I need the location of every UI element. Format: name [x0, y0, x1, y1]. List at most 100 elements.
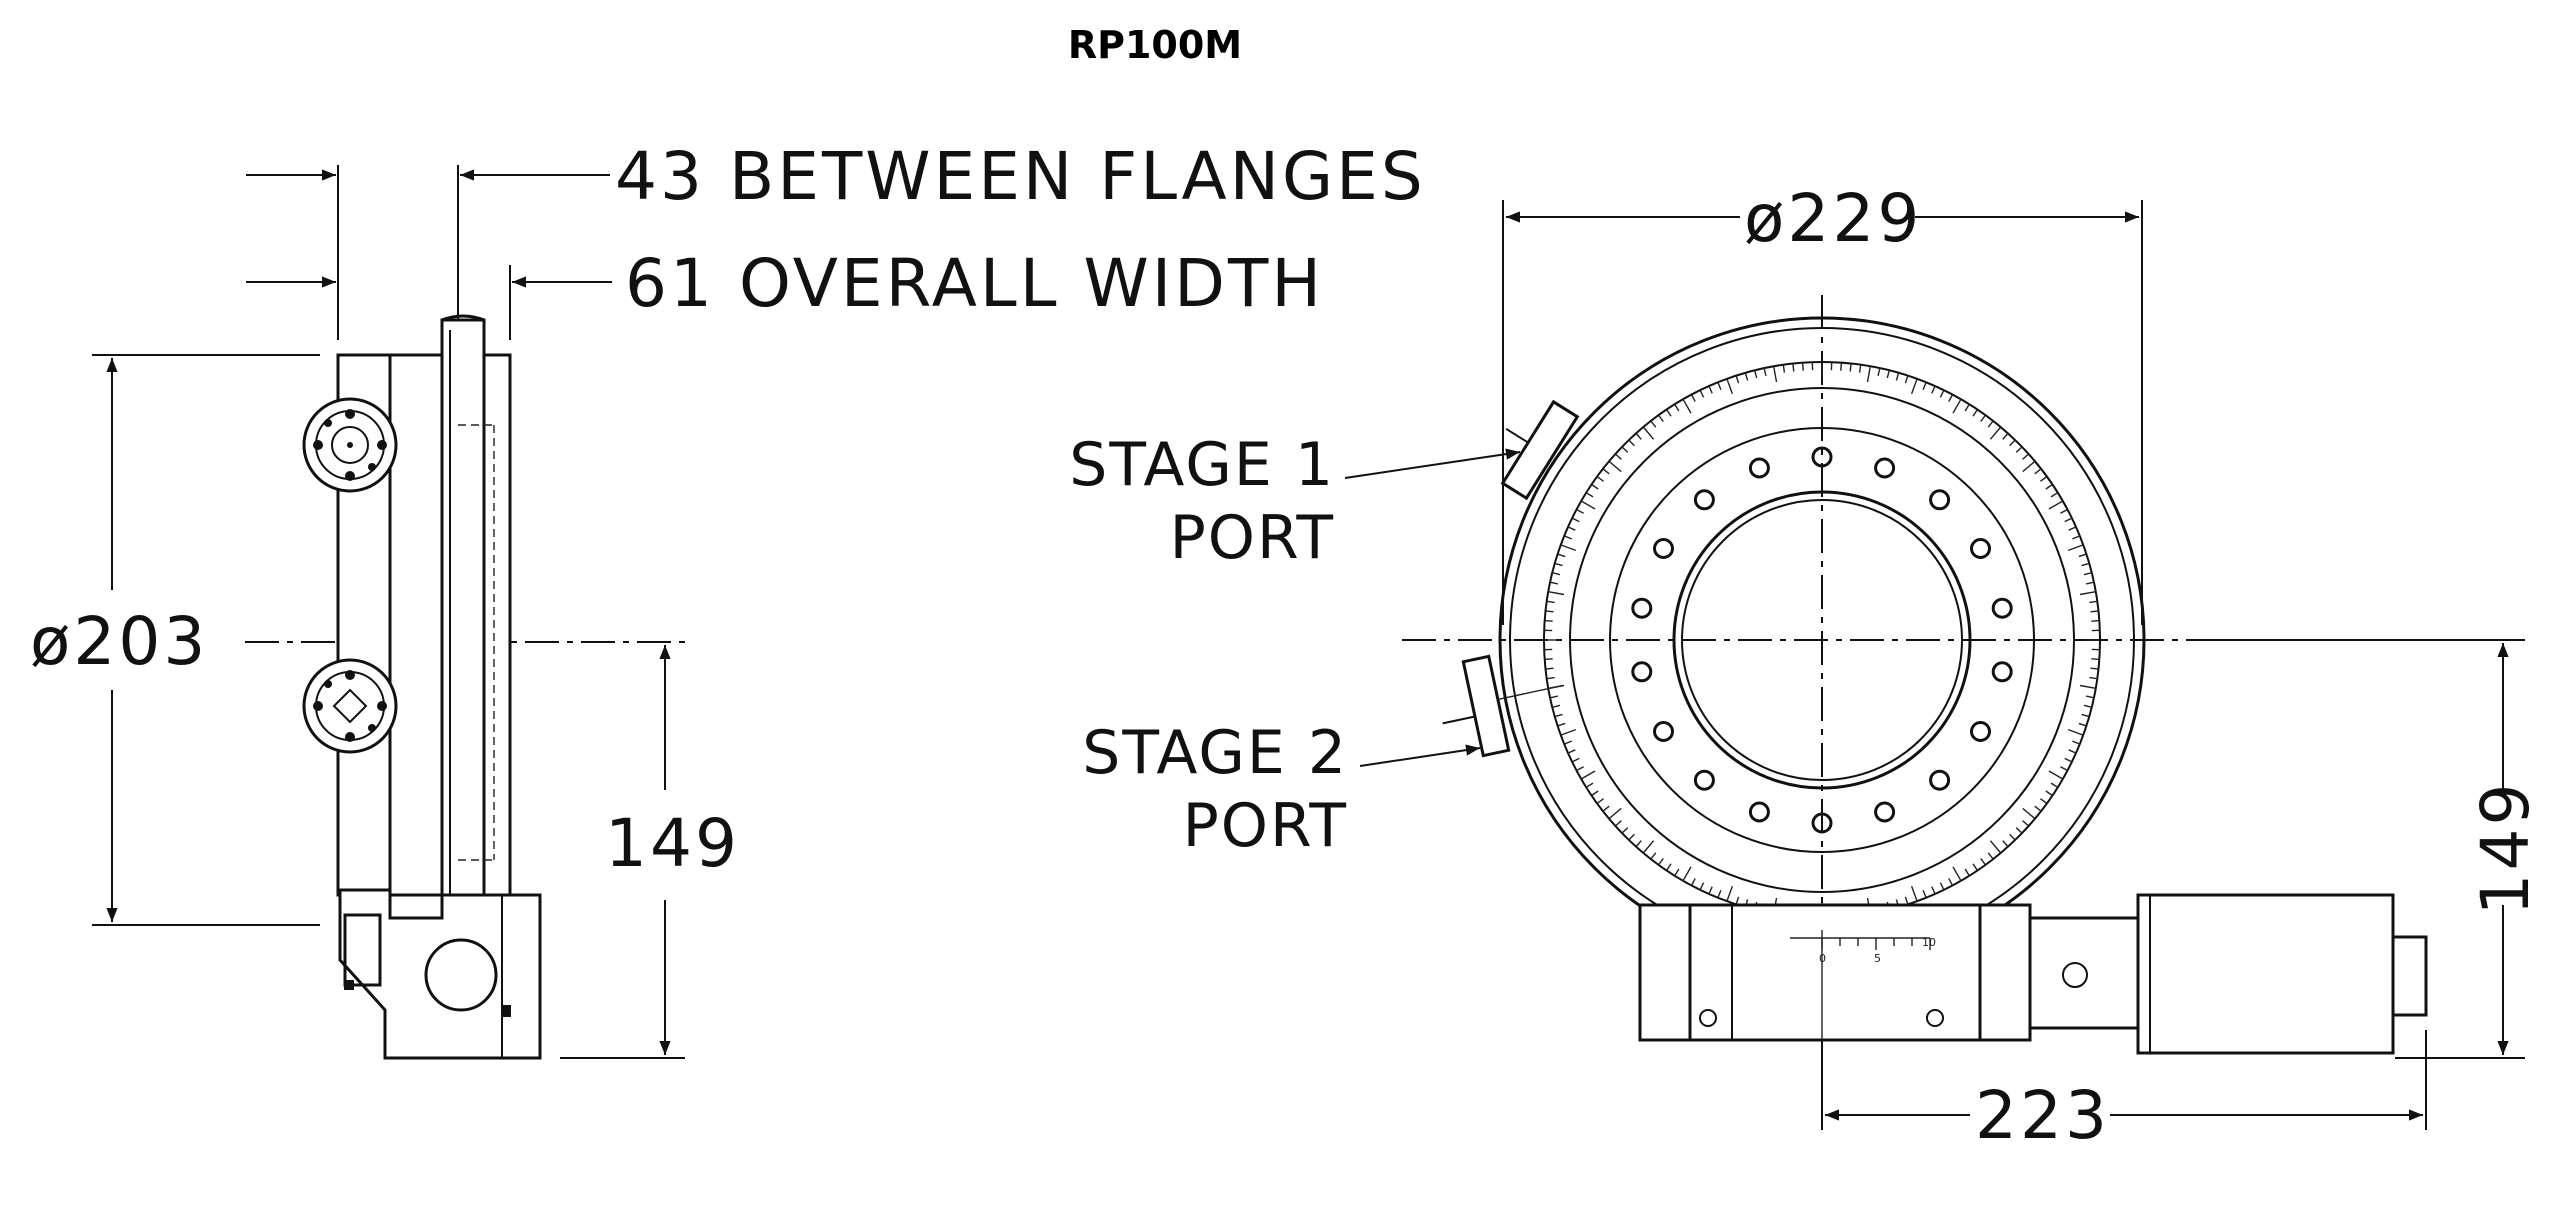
scale-tick [1726, 378, 1734, 395]
side-port-upper [302, 397, 398, 493]
scale-tick [1948, 394, 1954, 402]
scale-tick [2050, 492, 2059, 498]
scale-tick [2060, 766, 2068, 772]
scale-tick [2081, 713, 2090, 718]
scale-tick [1708, 886, 1713, 895]
scale-tick [1886, 370, 1890, 379]
scale-tick [1726, 885, 1734, 902]
scale-tick [1708, 385, 1713, 394]
scale-tick [1545, 667, 1554, 670]
scale-tick [2050, 782, 2059, 788]
bolt-hole [1929, 769, 1951, 791]
scale-tick [1571, 517, 1580, 523]
stage1-label-line2: PORT [1170, 503, 1335, 573]
scale-tick [1972, 863, 1979, 871]
bolt-hole [1991, 661, 2013, 683]
stage1-port-fitting [1500, 399, 1580, 501]
scale-tick [1546, 676, 1555, 680]
scale-tick [2034, 805, 2042, 812]
scale-tick [1674, 868, 1680, 877]
stage2-port-fitting [1442, 654, 1564, 758]
scale-tick [1948, 878, 1954, 886]
vernier-ticks [1821, 938, 1931, 950]
scale-tick [1964, 868, 1970, 877]
scale-tick [1546, 600, 1555, 604]
scale-tick [1866, 366, 1871, 383]
scale-tick [2072, 535, 2081, 540]
scale-tick [2015, 827, 2023, 834]
bolt-hole [1970, 538, 1991, 559]
scale-tick [1554, 713, 1563, 718]
scale-tick [1567, 526, 1576, 531]
scale-tick [1557, 553, 1566, 558]
scale-tick [2064, 757, 2073, 763]
scale-tick [2068, 749, 2077, 754]
scale-tick [1608, 807, 1622, 820]
scale-tick [1699, 389, 1705, 398]
scale-tick [1576, 508, 1584, 514]
bolt-hole [1653, 538, 1674, 559]
scale-tick [2009, 439, 2016, 447]
scale-tick [1989, 426, 2002, 440]
scale-tick [1910, 885, 1918, 902]
scale-tick [1931, 385, 1936, 394]
bolt-hole [1929, 489, 1951, 511]
scale-tick [1628, 439, 1635, 447]
scale-tick [2083, 704, 2092, 708]
scale-tick [1987, 852, 1994, 860]
scale-tick [2015, 446, 2023, 453]
scale-tick [2068, 526, 2077, 531]
scale-tick [1557, 722, 1566, 727]
scale-tick [1591, 483, 1599, 490]
scale-tick [2039, 476, 2048, 482]
scale-tick [1576, 766, 1584, 772]
scale-tick [2089, 600, 2098, 604]
scale-tick [1858, 364, 1862, 373]
scale-tick [2085, 695, 2095, 699]
scale-tick [1849, 363, 1852, 372]
scale-tick [1763, 367, 1767, 377]
scale-tick [1544, 658, 1553, 661]
scale-tick [2060, 508, 2068, 514]
side-view: 43 BETWEEN FLANGES 61 OVERALL WIDTH ø203… [30, 138, 1423, 1060]
scale-tick [2009, 833, 2016, 841]
scale-tick [1717, 381, 1722, 390]
scale-tick [1773, 366, 1778, 383]
scale-tick [1563, 740, 1572, 745]
scale-tick [1596, 476, 1605, 482]
scale-tick [2022, 807, 2036, 820]
side-port-lower [302, 658, 398, 754]
angular-scale-ticks [1544, 362, 2100, 918]
scale-tick [2078, 722, 2087, 727]
side-height-149-label: 149 [605, 805, 740, 882]
scale-tick [2085, 581, 2095, 585]
scale-tick [1642, 840, 1655, 854]
bolt-hole [1631, 597, 1653, 619]
scale-tick [2089, 676, 2098, 680]
bolt-hole [1693, 489, 1715, 511]
scale-tick [1939, 389, 1945, 398]
scale-tick [1635, 432, 1642, 440]
scale-tick [1690, 878, 1696, 886]
scale-tick [1674, 403, 1680, 412]
scale-tick [2091, 619, 2100, 622]
scale-tick [1744, 372, 1749, 381]
scale-tick [1735, 375, 1740, 384]
scale-tick [2048, 500, 2064, 510]
scale-tick [2083, 572, 2092, 576]
scale-tick [1904, 375, 1909, 384]
scale-tick [2034, 468, 2042, 475]
diameter-203-label: ø203 [30, 603, 208, 680]
scale-tick [1552, 572, 1561, 576]
scale-tick [1952, 398, 1962, 414]
stage2-label-line1: STAGE 2 [1082, 718, 1348, 788]
scale-tick [1545, 610, 1554, 613]
scale-tick [1563, 535, 1572, 540]
scale-tick [1608, 460, 1622, 473]
stage1-leader [1344, 448, 1521, 479]
scale-tick [1717, 890, 1722, 899]
scale-tick [2091, 658, 2100, 661]
front-view: ø229 [1069, 180, 2544, 1154]
vernier-label-0: 0 [1819, 952, 1826, 965]
